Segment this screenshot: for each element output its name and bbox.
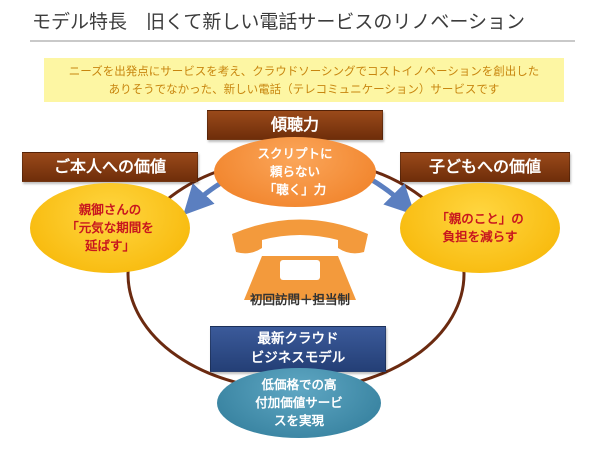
summary-box: ニーズを出発点にサービスを考え、クラウドソーシングでコストイノベーションを創出し…: [44, 58, 564, 102]
bubble-value-children-line-1: 「親のこと」の: [436, 211, 524, 226]
bubble-listening-line-2: 頼らない: [269, 164, 320, 179]
banner-cloud-model: 最新クラウド ビジネスモデル: [210, 326, 386, 372]
banner-cloud-model-line-1: 最新クラウド: [257, 331, 339, 347]
center-label: 初回訪問＋担当制: [249, 292, 350, 307]
bubble-listening-line-3: 「聴く」力: [263, 182, 327, 197]
bubble-value-self-line-2: 「元気な期間を: [66, 220, 154, 235]
bubble-value-self: 親御さんの 「元気な期間を 延ばす」: [30, 183, 190, 273]
banner-value-children: 子どもへの価値: [400, 152, 570, 182]
banner-cloud-model-line-2: ビジネスモデル: [250, 350, 346, 366]
bubble-value-self-line-1: 親御さんの: [78, 202, 142, 217]
bubble-cloud-model-line-1: 低価格での高: [261, 377, 337, 392]
bubble-value-self-line-3: 延ばす」: [84, 238, 135, 253]
arrow-right: [370, 177, 416, 216]
summary-line-2: ありそうでなかった、新しい電話（テレコミュニケーション）サービスです: [108, 82, 500, 96]
bubble-value-children-line-2: 負担を減らす: [442, 229, 518, 244]
bubble-cloud-model-line-2: 付加価値サービ: [255, 395, 343, 410]
bubble-cloud-model-line-3: スを実現: [273, 413, 324, 428]
banner-value-self: ご本人への価値: [22, 152, 198, 182]
bubble-cloud-model: 低価格での高 付加価値サービ スを実現: [217, 368, 381, 438]
telephone-icon: [232, 219, 368, 300]
slide-title: モデル特長 旧くて新しい電話サービスのリノベーション: [32, 11, 526, 33]
bubble-value-children: 「親のこと」の 負担を減らす: [400, 183, 560, 273]
banner-listening: 傾聴力: [207, 110, 383, 140]
summary-line-1: ニーズを出発点にサービスを考え、クラウドソーシングでコストイノベーションを創出し…: [68, 64, 540, 78]
bubble-listening-line-1: スクリプトに: [257, 146, 333, 161]
bubble-listening: スクリプトに 頼らない 「聴く」力: [214, 137, 376, 207]
title-divider: [30, 40, 575, 42]
